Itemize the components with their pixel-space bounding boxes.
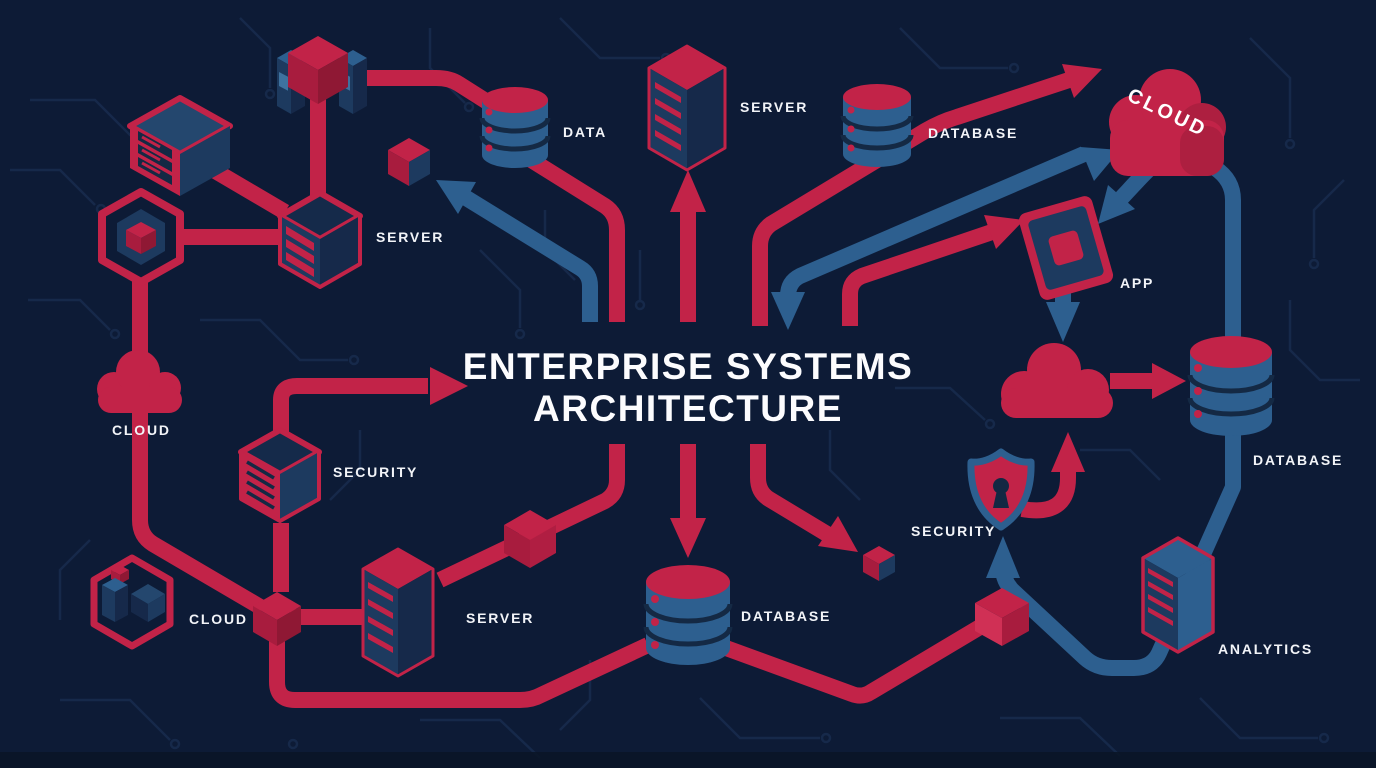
cloud-icon (97, 350, 182, 413)
label-cloud-left: CLOUD (112, 422, 171, 438)
arrowhead-right-title (430, 367, 468, 405)
cloud-icon (1109, 69, 1226, 176)
connector-cluster-to-data (348, 70, 505, 117)
label-cloud-hexagon: CLOUD (189, 611, 248, 627)
label-app: APP (1120, 275, 1155, 291)
circuit-traces (10, 17, 1360, 759)
arrowhead-blue-up-left-cube (436, 180, 476, 214)
bottom-vignette (0, 752, 1376, 768)
database-cylinder-icon (643, 565, 733, 665)
arrowhead-up-shield-cloud (1051, 432, 1085, 472)
arrowhead-blue-down-title (771, 292, 805, 330)
arrowhead-up-server-top (670, 170, 706, 212)
database-cylinder-icon (1187, 336, 1275, 436)
label-data: DATA (563, 124, 608, 140)
server-rack-icon (127, 95, 233, 196)
arrowhead-diag-small-cube (818, 516, 858, 552)
junction-cube-icon (253, 592, 301, 646)
arrowhead-right-database-right (1152, 363, 1186, 399)
small-cube-icon (863, 546, 895, 581)
app-tablet-icon (1018, 196, 1114, 300)
diagram-title-line1: ENTERPRISE SYSTEMS (462, 346, 914, 387)
small-cube-icon (388, 138, 430, 186)
label-database-top-right: DATABASE (928, 125, 1019, 141)
label-database-bottom: DATABASE (741, 608, 832, 624)
label-security-left: SECURITY (333, 464, 419, 480)
connector-blue-to-cube-left (458, 189, 598, 322)
connector-bottom-rail-right (723, 620, 985, 704)
arrowhead-blue-down-app (1098, 185, 1135, 224)
connector-title-to-cloud-right (752, 71, 1075, 326)
junction-cube-icon (504, 510, 556, 568)
connector-security-to-title-arrow (273, 378, 428, 432)
database-cylinder-icon (840, 84, 914, 167)
server-tower-icon (647, 44, 727, 172)
arrowhead-up-cloud-right (1062, 64, 1102, 98)
connector-bottom-rail-left (269, 637, 652, 708)
junction-cube-icon (975, 588, 1029, 646)
cloud-icon (1001, 343, 1113, 418)
shield-icon (967, 448, 1035, 531)
connector-data-to-title (507, 141, 625, 322)
arrowhead-blue-up-shield (986, 536, 1020, 578)
server-tower-icon (361, 547, 435, 678)
data-cylinder-icon (479, 87, 551, 168)
analytics-server-icon (1141, 536, 1215, 654)
label-database-right: DATABASE (1253, 452, 1344, 468)
arrowhead-up-app (984, 215, 1024, 249)
label-security-right: SECURITY (911, 523, 997, 539)
server-cluster-icon (277, 36, 367, 114)
security-cube-icon (238, 427, 322, 523)
arrowhead-down-database-bottom (670, 518, 706, 558)
connector-title-to-small-cube (750, 444, 837, 544)
label-server-left: SERVER (376, 229, 445, 245)
label-server-bottom: SERVER (466, 610, 535, 626)
red-arrowheads (430, 64, 1186, 558)
red-connectors (132, 70, 1155, 708)
hexagon-cube-icon (98, 188, 184, 286)
label-server-top: SERVER (740, 99, 809, 115)
connector-cloud-left-to-cube (132, 405, 267, 615)
diagram-title-line2: ARCHITECTURE (533, 388, 843, 429)
server-cube-icon (277, 190, 363, 289)
connector-shield-to-cloud (1020, 468, 1076, 519)
hexagon-cubes-icon (90, 554, 174, 650)
label-analytics: ANALYTICS (1218, 641, 1314, 657)
connector-blue-right-pipe (995, 161, 1241, 676)
connector-title-to-app (842, 224, 995, 326)
connector-title-to-server-bottom (436, 444, 625, 588)
arrowhead-blue-down-cloud-mid (1046, 302, 1080, 342)
